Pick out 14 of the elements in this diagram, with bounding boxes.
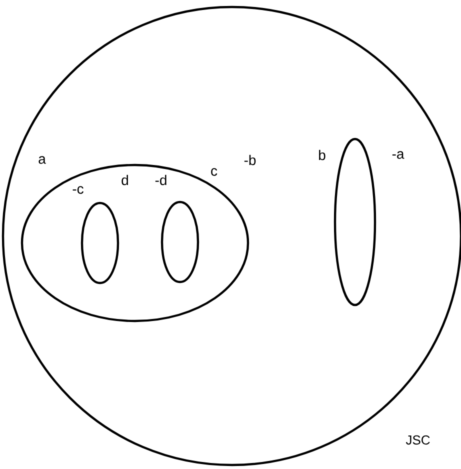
curve-label: -c: [72, 186, 84, 194]
curve-label: -b: [244, 154, 256, 166]
curve-label: d: [122, 174, 128, 186]
loop-curve: [80, 202, 120, 284]
curve-label: -a: [392, 151, 404, 159]
curve-label: -d: [155, 174, 166, 186]
curve-label: b: [319, 150, 326, 160]
curve-label: c: [211, 168, 218, 176]
signature: JSC: [406, 435, 430, 445]
sphere-outline: [2, 6, 461, 466]
loop-curve: [20, 164, 250, 322]
loop-curve: [334, 138, 376, 306]
loop-curve: [160, 200, 200, 284]
curve-label: a: [38, 156, 46, 164]
